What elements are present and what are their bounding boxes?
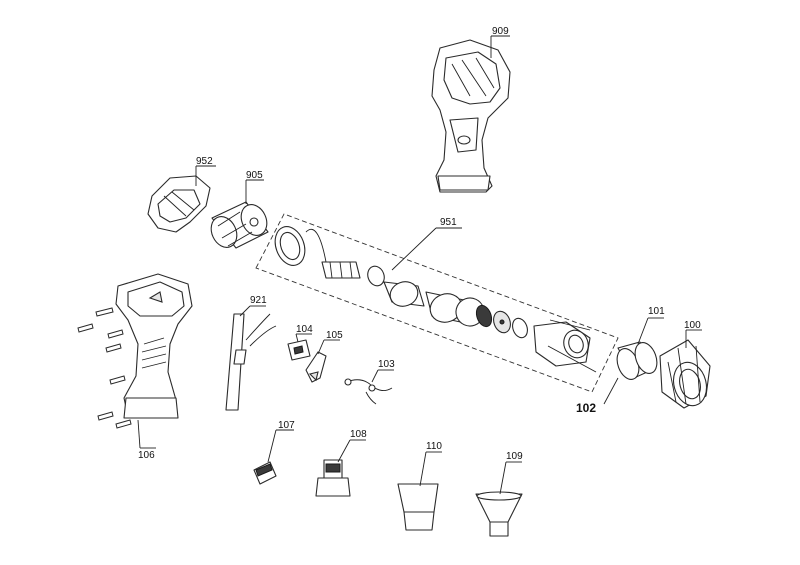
block-107 [253,429,294,485]
heating-assembly-951 [255,213,619,393]
nozzle-108 [315,439,366,497]
nozzle-110 [397,451,442,531]
nozzle-109 [475,461,523,537]
label-101: 101 [648,306,665,317]
switch-104 [287,333,312,361]
ring-101 [616,317,664,380]
screws [77,307,132,429]
label-110: 110 [426,441,442,452]
leader-102 [603,377,619,405]
label-104: 104 [296,324,313,335]
label-102: 102 [576,401,596,415]
label-103: 103 [378,359,395,370]
cable-strip-921 [225,305,277,411]
label-909: 909 [492,26,509,37]
fan-motor-905 [210,179,269,249]
label-905: 905 [246,170,263,181]
wire-terminal-103 [344,369,394,405]
label-108: 108 [350,429,367,440]
housing-half-909 [431,35,511,193]
front-nozzle-100 [659,329,711,409]
label-921: 921 [250,295,267,306]
label-109: 109 [506,451,523,462]
label-952: 952 [196,156,213,167]
switch-cover-105 [305,339,340,383]
label-107: 107 [278,420,295,431]
label-100: 100 [684,320,701,331]
label-105: 105 [326,330,343,341]
rear-cap-952 [147,165,216,233]
label-106: 106 [138,450,155,461]
handle-housing-106 [77,273,193,449]
label-951: 951 [440,217,457,228]
